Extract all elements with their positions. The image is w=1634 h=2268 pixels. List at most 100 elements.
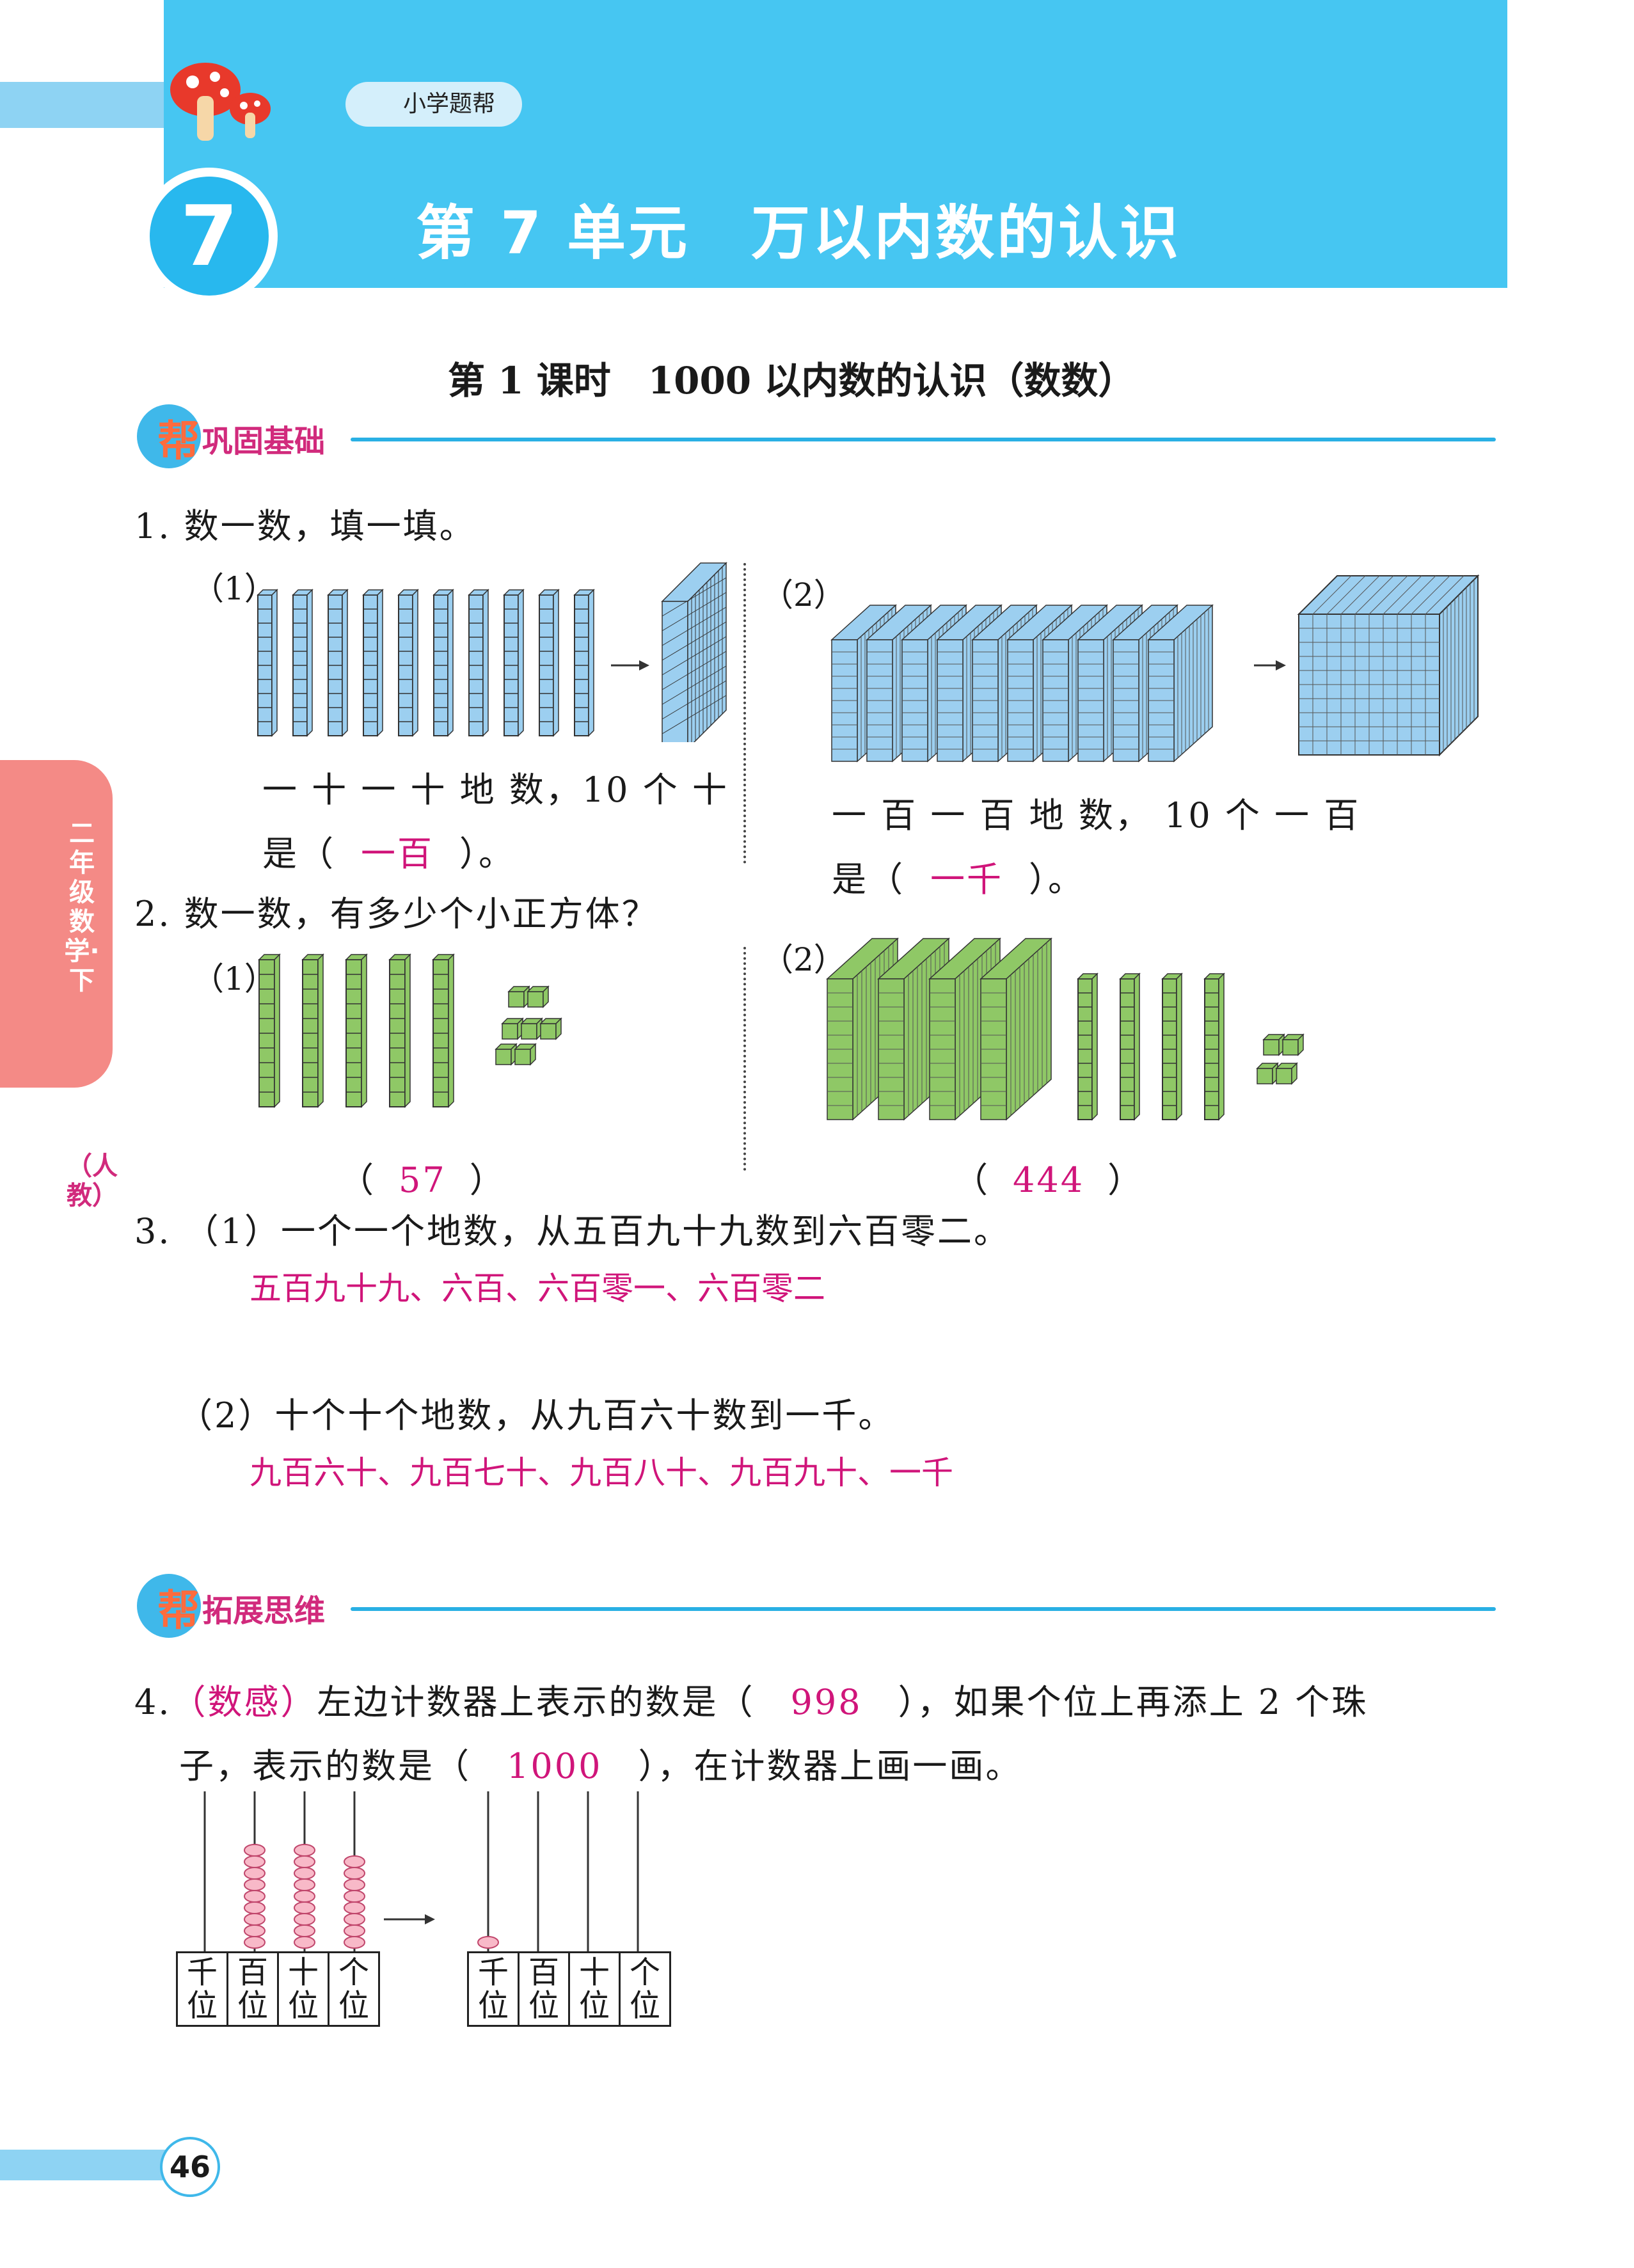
thousand-cube (1297, 574, 1480, 757)
abacus-bead (294, 1890, 315, 1903)
unit-title: 第 7 单元 万以内数的认识 (416, 199, 1182, 267)
section-extend-icon: 帮 (157, 1585, 200, 1635)
unit-cube (539, 1017, 562, 1040)
abacus-bead (294, 1855, 315, 1868)
tens-rod (362, 589, 384, 737)
q1-part2-blank: 是（ 一千 ）。 (832, 851, 1084, 901)
abacus-bead (244, 1913, 266, 1926)
q1-part1-open: 是（ (262, 834, 335, 874)
abacus-bead (344, 1855, 365, 1868)
unit-cube (520, 1017, 543, 1040)
q1-part2-open: 是（ (832, 859, 905, 900)
q4-answer2: 1000 (507, 1746, 603, 1786)
section-extend-title: 拓展思维 (202, 1593, 326, 1629)
unit-cube (1256, 1062, 1279, 1085)
section-divider (351, 438, 1496, 441)
q2-column-divider (743, 947, 746, 1171)
abacus-bead (244, 1867, 266, 1880)
page-number: 46 (160, 2137, 220, 2197)
place-cell-thousands: 千位 (467, 1951, 520, 2027)
q4-text2: ），如果个位上再添上 2 个珠 (898, 1682, 1368, 1722)
unit-cube (1281, 1033, 1305, 1056)
q4-text3: 子，表示的数是（ (179, 1746, 471, 1786)
side-tab-sub: （人教） (67, 1152, 118, 1210)
tens-rod (301, 953, 324, 1108)
abacus-bead (294, 1844, 315, 1857)
unit-cube (1275, 1062, 1298, 1085)
side-tab-label: 二年级数学·下 (64, 819, 100, 995)
q2-part2-answer: 444 (1013, 1160, 1085, 1200)
tens-rod (573, 589, 595, 737)
q4-tag: （数感） (171, 1682, 317, 1722)
side-tab (0, 760, 113, 1088)
abacus-bead (344, 1936, 365, 1949)
abacus-bead (344, 1901, 365, 1914)
q1-part2-label: （2） (761, 576, 846, 614)
abacus-right-place-table: 千位 百位 十位 个位 (467, 1951, 671, 2027)
tens-rod (345, 953, 368, 1108)
banner-wave (164, 269, 1507, 288)
tens-rod (432, 589, 454, 737)
q4-answer1: 998 (790, 1682, 862, 1722)
abacus-bead (344, 1878, 365, 1891)
tens-rod (257, 589, 278, 737)
section-extend-circle (137, 1574, 201, 1638)
q1-hundreds-flats-figure (830, 574, 1480, 763)
tens-rod (292, 589, 313, 737)
q3-part1-answer: 五百九十九、六百、六百零一、六百零二 (250, 1270, 825, 1307)
abacus-bead (344, 1867, 365, 1880)
q2-part1-cubes-figure (258, 953, 562, 1108)
q4-number: 4. (134, 1682, 171, 1722)
arrow-icon (1254, 660, 1286, 670)
section-basic-icon: 帮 (157, 416, 200, 466)
abacus-bead (244, 1936, 266, 1949)
abacus-bead (477, 1936, 499, 1949)
q2-part1-answer: 57 (399, 1160, 447, 1200)
section-basic-title: 巩固基础 (202, 424, 326, 459)
q1-part2-close: ）。 (1029, 859, 1084, 900)
q4-line1: 4.（数感）左边计数器上表示的数是（ 998 ），如果个位上再添上 2 个珠 (134, 1674, 1368, 1724)
place-cell-ones: 个位 (328, 1951, 380, 2027)
tens-rod (503, 589, 525, 737)
q3-part1-stem: 3. （1）一个一个地数，从五百九十九数到六百零二。 (134, 1211, 1011, 1251)
place-cell-thousands: 千位 (176, 1951, 228, 2027)
hundred-flat (661, 562, 727, 742)
arrow-icon (611, 660, 649, 670)
q1-tens-rods-figure (257, 562, 727, 742)
q2-part2-close: ） (1107, 1160, 1145, 1200)
abacus-left-place-table: 千位 百位 十位 个位 (176, 1951, 380, 2027)
tens-rod (258, 953, 281, 1108)
brand-badge: 小学题帮 (345, 82, 523, 127)
q3-part2-answer: 九百六十、九百七十、九百八十、九百九十、一千 (250, 1454, 953, 1491)
tens-rod (468, 589, 489, 737)
tens-rod (327, 589, 349, 737)
tens-rod (1119, 972, 1141, 1121)
place-cell-hundreds: 百位 (226, 1951, 279, 2027)
abacus-figure (203, 1791, 639, 1951)
q1-part2-answer: 一千 (930, 859, 1003, 900)
abacus-bead (244, 1890, 266, 1903)
abacus-bead (344, 1913, 365, 1926)
q4-text1: 左边计数器上表示的数是（ (317, 1682, 755, 1722)
tens-rod (397, 589, 419, 737)
place-cell-tens: 十位 (277, 1951, 329, 2027)
unit-cube (514, 1043, 537, 1066)
lesson-title: 第 1 课时 1000 以内数的认识（数数） (448, 359, 1136, 402)
q1-part1-blank: 是（一百）。 (262, 825, 515, 876)
q1-part1-text: 一 十 一 十 地 数，10 个 十 (262, 770, 729, 810)
abacus-bead (294, 1913, 315, 1926)
unit-cube (507, 985, 530, 1008)
mushroom-icon (170, 63, 271, 141)
q2-part1-open: （ (339, 1160, 376, 1200)
place-cell-hundreds: 百位 (518, 1951, 570, 2027)
q2-part1-close: ） (469, 1160, 506, 1200)
q1-part1-answer: 一百 (361, 834, 434, 874)
tens-rod (388, 953, 411, 1108)
unit-cube (1262, 1033, 1285, 1056)
q2-part1-blank: （ 57 ） (339, 1152, 506, 1202)
abacus-bead (294, 1867, 315, 1880)
q3-part2-stem: （2）十个十个地数，从九百六十数到一千。 (178, 1395, 895, 1436)
abacus-bead (244, 1855, 266, 1868)
unit-number: 7 (150, 177, 269, 296)
tens-rod (1203, 972, 1225, 1121)
